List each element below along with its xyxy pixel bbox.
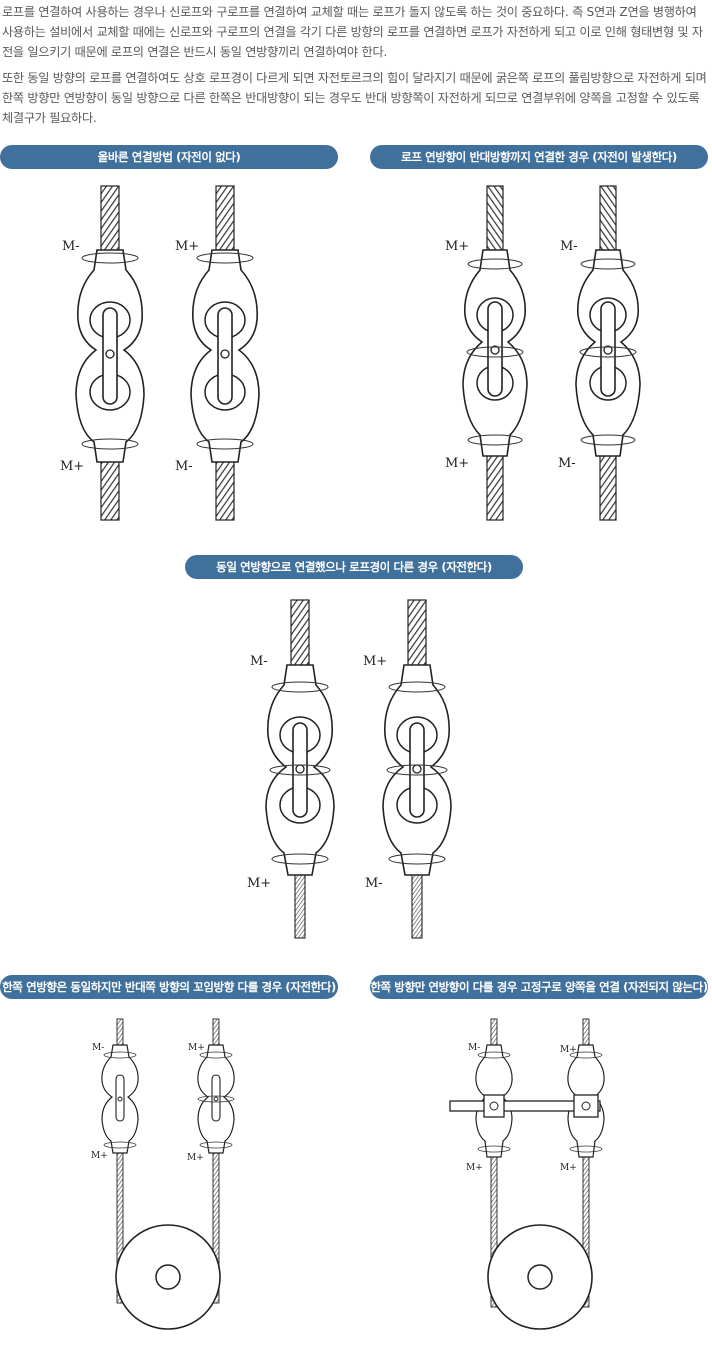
- rope-assembly-right: [190, 185, 260, 521]
- diagram-fixed-clamp: M- M+ M+ M+: [449, 1018, 605, 1330]
- rope-assembly-left: [462, 185, 528, 521]
- section-title-twist: 한쪽 연방향은 동일하지만 반대쪽 방향의 꼬임방향 다를 경우 (자전한다): [0, 975, 338, 999]
- section-title-correct: 올바른 연결방법 (자전이 없다): [0, 145, 338, 169]
- label-bottom-left: M+: [60, 459, 84, 474]
- label-bottom-right: M+: [187, 1153, 204, 1163]
- diagram-twist-direction: M- M+ M+ M+: [91, 1018, 235, 1330]
- diagram-different-diameter: M- M+ M+ M-: [247, 599, 452, 939]
- rope-assembly-left: [101, 1018, 139, 1304]
- diagram-opposite-direction: M+ M- M+ M-: [445, 185, 641, 521]
- label-bottom-right: M-: [175, 459, 193, 474]
- sheave-wheel: [115, 1224, 221, 1330]
- label-bottom-left: M+: [445, 456, 469, 471]
- intro-paragraph-1: 로프를 연결하여 사용하는 경우나 신로프와 구로프를 연결하여 교체할 때는 …: [2, 5, 703, 59]
- label-top-right: M+: [363, 654, 387, 669]
- label-top-left: M-: [250, 654, 268, 669]
- label-top-left: M-: [62, 239, 80, 254]
- diagram-correct-connection: M- M+ M+ M-: [60, 185, 260, 521]
- label-top-right: M+: [175, 239, 199, 254]
- label-bottom-right: M-: [558, 456, 576, 471]
- rope-assembly-left: [75, 185, 145, 521]
- label-bottom-left: M+: [247, 876, 271, 891]
- label-top-left: M-: [468, 1043, 480, 1053]
- label-top-left: M+: [445, 239, 469, 254]
- rope-assembly-right: [575, 185, 641, 521]
- clamp-bar: [449, 1094, 601, 1118]
- label-top-left: M-: [92, 1043, 104, 1053]
- label-top-right: M+: [188, 1043, 205, 1053]
- intro-paragraph-2: 또한 동일 방향의 로프를 연결하여도 상호 로프경이 다르게 되면 자전토르크…: [2, 71, 707, 125]
- section-title-diameter: 동일 연방향으로 연결했으나 로프경이 다른 경우 (자전한다): [185, 555, 523, 579]
- label-top-right: M-: [560, 239, 578, 254]
- label-top-right: M+: [560, 1045, 577, 1055]
- label-bottom-right: M+: [560, 1163, 577, 1173]
- rope-assembly-right: [197, 1018, 235, 1304]
- rope-assembly-right: [382, 599, 452, 939]
- section-title-opposite: 로프 연방향이 반대방향까지 연결한 경우 (자전이 발생한다): [370, 145, 708, 169]
- label-bottom-left: M+: [466, 1163, 483, 1173]
- label-bottom-left: M+: [91, 1151, 108, 1161]
- rope-assembly-left: [265, 599, 335, 939]
- label-bottom-right: M-: [365, 876, 383, 891]
- section-title-fixed: 한쪽 방향만 연방향이 다를 경우 고정구로 양쪽을 연결 (자전되지 않는다): [370, 975, 708, 999]
- sheave-wheel: [487, 1224, 593, 1330]
